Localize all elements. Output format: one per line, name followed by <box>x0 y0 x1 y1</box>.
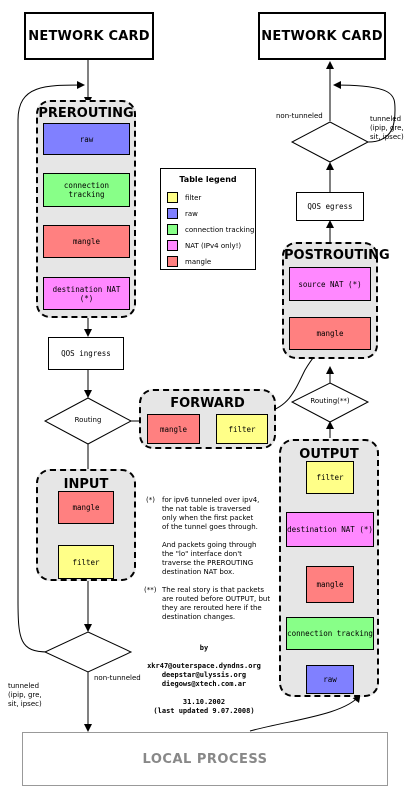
raw-swatch <box>167 208 178 219</box>
postrouting-snat-table: source NAT (*) <box>289 267 371 301</box>
credits-updated: (last updated 9.07.2008) <box>153 707 255 715</box>
note-dstar-mark: (**) <box>144 586 157 594</box>
tunneled-bottom-line-3: sit, ipsec) <box>8 700 42 708</box>
postrouting-title: POSTROUTING <box>284 248 390 263</box>
note-star-line: of the tunnel goes through. <box>162 523 258 531</box>
local-process-box: LOCAL PROCESS <box>22 732 388 786</box>
conntrack-swatch <box>167 224 178 235</box>
prerouting-title: PREROUTING <box>38 106 134 121</box>
note-dstar-line: destination changes. <box>162 613 236 621</box>
nat-swatch <box>167 240 178 251</box>
note-dstar-text: The real story is that packets are route… <box>162 586 280 622</box>
note-star-line: And packets going through <box>162 541 257 549</box>
legend-item-mangle: mangle <box>167 256 211 267</box>
legend-item-raw: raw <box>167 208 198 219</box>
legend-label-filter: filter <box>185 193 202 202</box>
note-star-line: the "lo" interface don't <box>162 550 242 558</box>
tunneled-top-line-1: tunneled <box>370 115 402 123</box>
note-dstar-line: are routed before OUTPUT, but <box>162 595 271 603</box>
output-raw-table: raw <box>306 665 354 694</box>
forward-filter-table: filter <box>216 414 268 444</box>
prerouting-dnat-table: destination NAT (*) <box>43 277 130 310</box>
output-dnat-table: destination NAT (*) <box>286 512 374 547</box>
note-dstar-line: they are rerouted here if the <box>162 604 262 612</box>
network-card-in-box: NETWORK CARD <box>24 12 154 60</box>
credits-date: 31.10.2002 <box>182 698 226 706</box>
output-mangle-table: mangle <box>306 566 354 603</box>
output-title: OUTPUT <box>299 447 359 462</box>
prerouting-mangle-table: mangle <box>43 225 130 258</box>
prerouting-conntrack-table: connection tracking <box>43 173 130 207</box>
legend-item-nat: NAT (IPv4 only!) <box>167 240 241 251</box>
note-star-line: for ipv6 tunneled over ipv4, <box>162 496 260 504</box>
input-filter-table: filter <box>58 545 114 579</box>
tunneled-top-label: tunneled (ipip, gre, sit, ipsec) <box>370 115 410 142</box>
note-star-line: traverse the PREROUTING <box>162 559 254 567</box>
legend-item-conntrack: connection tracking <box>167 224 254 235</box>
mangle-swatch <box>167 256 178 267</box>
note-dstar-line: The real story is that packets <box>162 586 264 594</box>
routing-decision-right-label: Routing(**) <box>310 397 350 405</box>
routing-decision-label: Routing <box>74 416 102 424</box>
credits-author: deepstar@ulyssis.org <box>161 671 247 679</box>
note-star-mark: (*) <box>146 496 155 504</box>
note-star-line <box>162 532 280 541</box>
tunneled-top-line-3: sit, ipsec) <box>370 133 404 141</box>
legend-item-filter: filter <box>167 192 201 203</box>
note-star-text: for ipv6 tunneled over ipv4, the nat tab… <box>162 496 280 577</box>
input-title: INPUT <box>63 477 109 492</box>
forward-title: FORWARD <box>170 396 245 411</box>
note-star-line: destination NAT box. <box>162 568 235 576</box>
qos-egress-box: QOS egress <box>296 192 364 221</box>
tunneled-top-line-2: (ipip, gre, <box>370 124 404 132</box>
legend-label-nat: NAT (IPv4 only!) <box>185 241 242 250</box>
tunneled-bottom-line-1: tunneled <box>8 682 40 690</box>
filter-swatch <box>167 192 178 203</box>
note-star-line: only when the first packet <box>162 514 254 522</box>
credits-author: diegows@xtech.com.ar <box>161 680 247 688</box>
output-conntrack-table: connection tracking <box>286 617 374 650</box>
network-card-out-box: NETWORK CARD <box>258 12 386 60</box>
non-tunneled-top-label: non-tunneled <box>276 112 323 120</box>
postrouting-mangle-table: mangle <box>289 317 371 350</box>
legend-label-mangle: mangle <box>185 257 212 266</box>
forward-mangle-table: mangle <box>147 414 200 444</box>
table-legend: Table legend filter raw connection track… <box>160 168 256 270</box>
credits-author: xkr47@outerspace.dyndns.org <box>147 662 261 670</box>
legend-label-raw: raw <box>185 209 198 218</box>
non-tunneled-bottom-label: non-tunneled <box>94 674 141 682</box>
qos-ingress-box: QOS ingress <box>48 337 124 370</box>
output-filter-table: filter <box>306 461 354 494</box>
legend-title: Table legend <box>179 175 237 184</box>
credits-by: by <box>199 644 209 652</box>
tunneled-bottom-line-2: (ipip, gre, <box>8 691 42 699</box>
legend-label-conntrack: connection tracking <box>185 225 255 234</box>
prerouting-raw-table: raw <box>43 123 130 155</box>
tunneled-bottom-label: tunneled (ipip, gre, sit, ipsec) <box>8 682 68 709</box>
input-mangle-table: mangle <box>58 491 114 524</box>
credits: by xkr47@outerspace.dyndns.org deepstar@… <box>136 644 272 716</box>
note-star-line: the nat table is traversed <box>162 505 251 513</box>
